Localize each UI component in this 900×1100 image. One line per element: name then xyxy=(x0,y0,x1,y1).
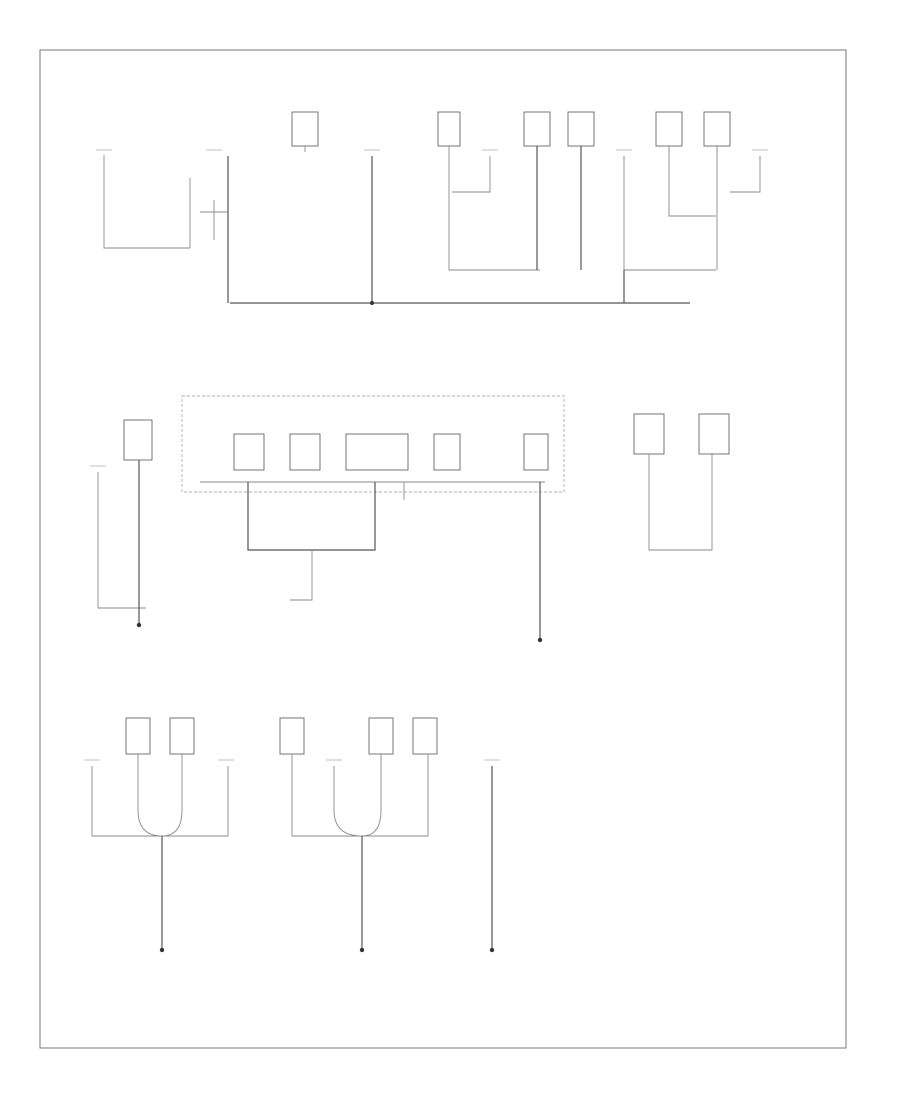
trunk-center xyxy=(364,149,380,305)
middle-section xyxy=(90,395,730,643)
ground-bottom-center xyxy=(359,947,365,953)
ground-bottom-left xyxy=(159,947,165,953)
top-section xyxy=(96,111,768,305)
component-right-pair xyxy=(633,413,730,551)
component-left-middle xyxy=(90,419,153,628)
module-top-1 xyxy=(291,111,319,152)
bottom-section xyxy=(84,717,500,953)
sensor-group-left xyxy=(84,717,234,953)
sensor-single-right xyxy=(484,759,500,953)
ground-left-center xyxy=(136,622,142,628)
component-left-sensor xyxy=(96,149,190,249)
splice-group-left xyxy=(189,149,229,303)
splice-point xyxy=(370,301,374,305)
ground-bottom-right xyxy=(489,947,495,953)
fuse-block-enclosure xyxy=(181,395,565,493)
sensor-group-center xyxy=(279,717,438,953)
page-border xyxy=(39,49,847,1049)
ground-right-center xyxy=(537,637,543,643)
component-cluster-right xyxy=(437,111,768,303)
